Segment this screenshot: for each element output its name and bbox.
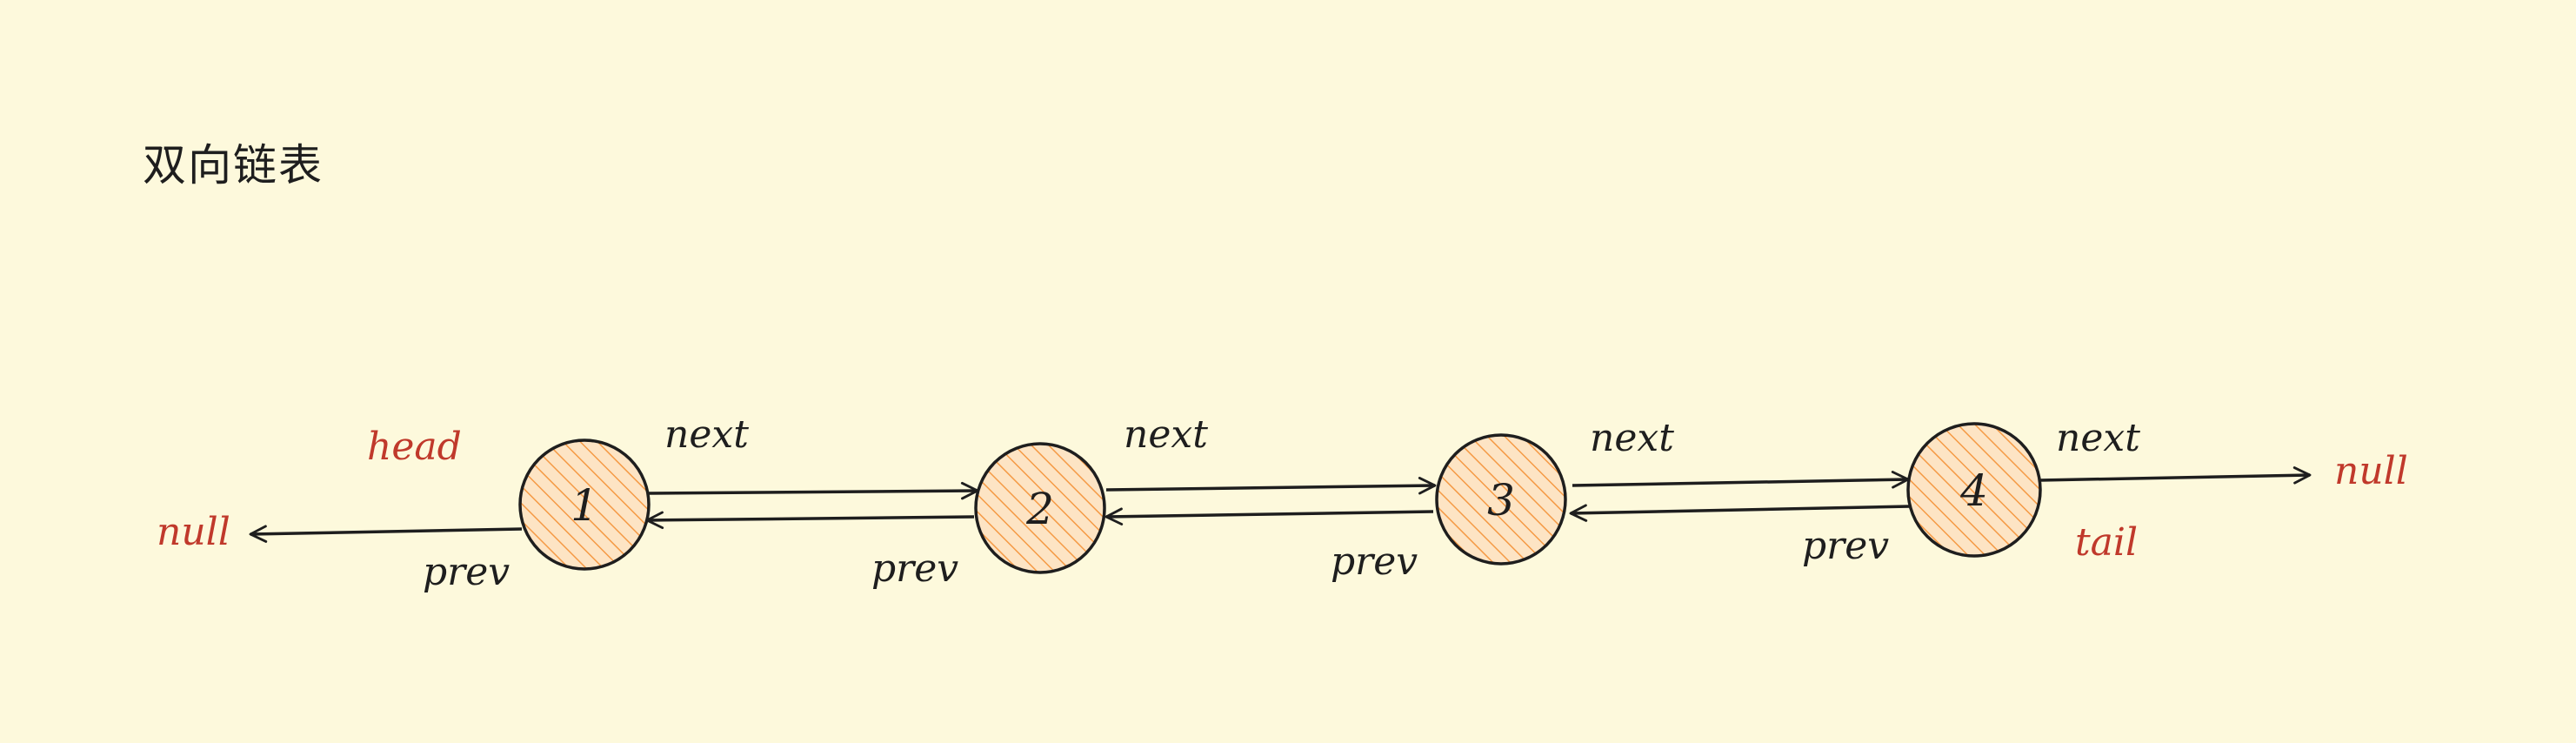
node-3-label: 3 — [1487, 475, 1515, 525]
node-2-label: 2 — [1025, 484, 1054, 534]
next-arrow-2-3 — [1105, 477, 1437, 495]
prev-arrow-4-3 — [1569, 504, 1911, 522]
next-label-2: next — [1124, 412, 1208, 457]
head-label: head — [367, 425, 462, 469]
node-4-label: 4 — [1959, 465, 1988, 516]
node-3: 3 — [1435, 433, 1567, 566]
node-2: 2 — [974, 442, 1106, 574]
next-label-4: next — [2056, 416, 2140, 460]
node-4: 4 — [1906, 422, 2042, 558]
prev-label-4: prev — [1802, 524, 1889, 568]
next-arrow-1-2 — [648, 481, 979, 500]
prev-arrow-3-2 — [1104, 507, 1434, 525]
diagram-title: 双向链表 — [143, 140, 324, 191]
next-label-3: next — [1590, 416, 1674, 460]
next-arrow-4-null — [2039, 466, 2312, 485]
node-1: 1 — [518, 438, 651, 571]
prev-label-1: prev — [423, 550, 510, 594]
next-arrow-3-4 — [1572, 471, 1910, 489]
next-label-1: next — [664, 412, 749, 457]
prev-label-2: prev — [871, 546, 958, 591]
prev-arrow-2-1 — [645, 511, 975, 530]
null-right-label: null — [2334, 449, 2408, 493]
prev-label-3: prev — [1331, 539, 1418, 584]
prev-arrow-1-null — [249, 525, 523, 543]
null-left-label: null — [157, 510, 230, 554]
tail-label: tail — [2075, 520, 2138, 565]
node-1-label: 1 — [571, 480, 598, 531]
